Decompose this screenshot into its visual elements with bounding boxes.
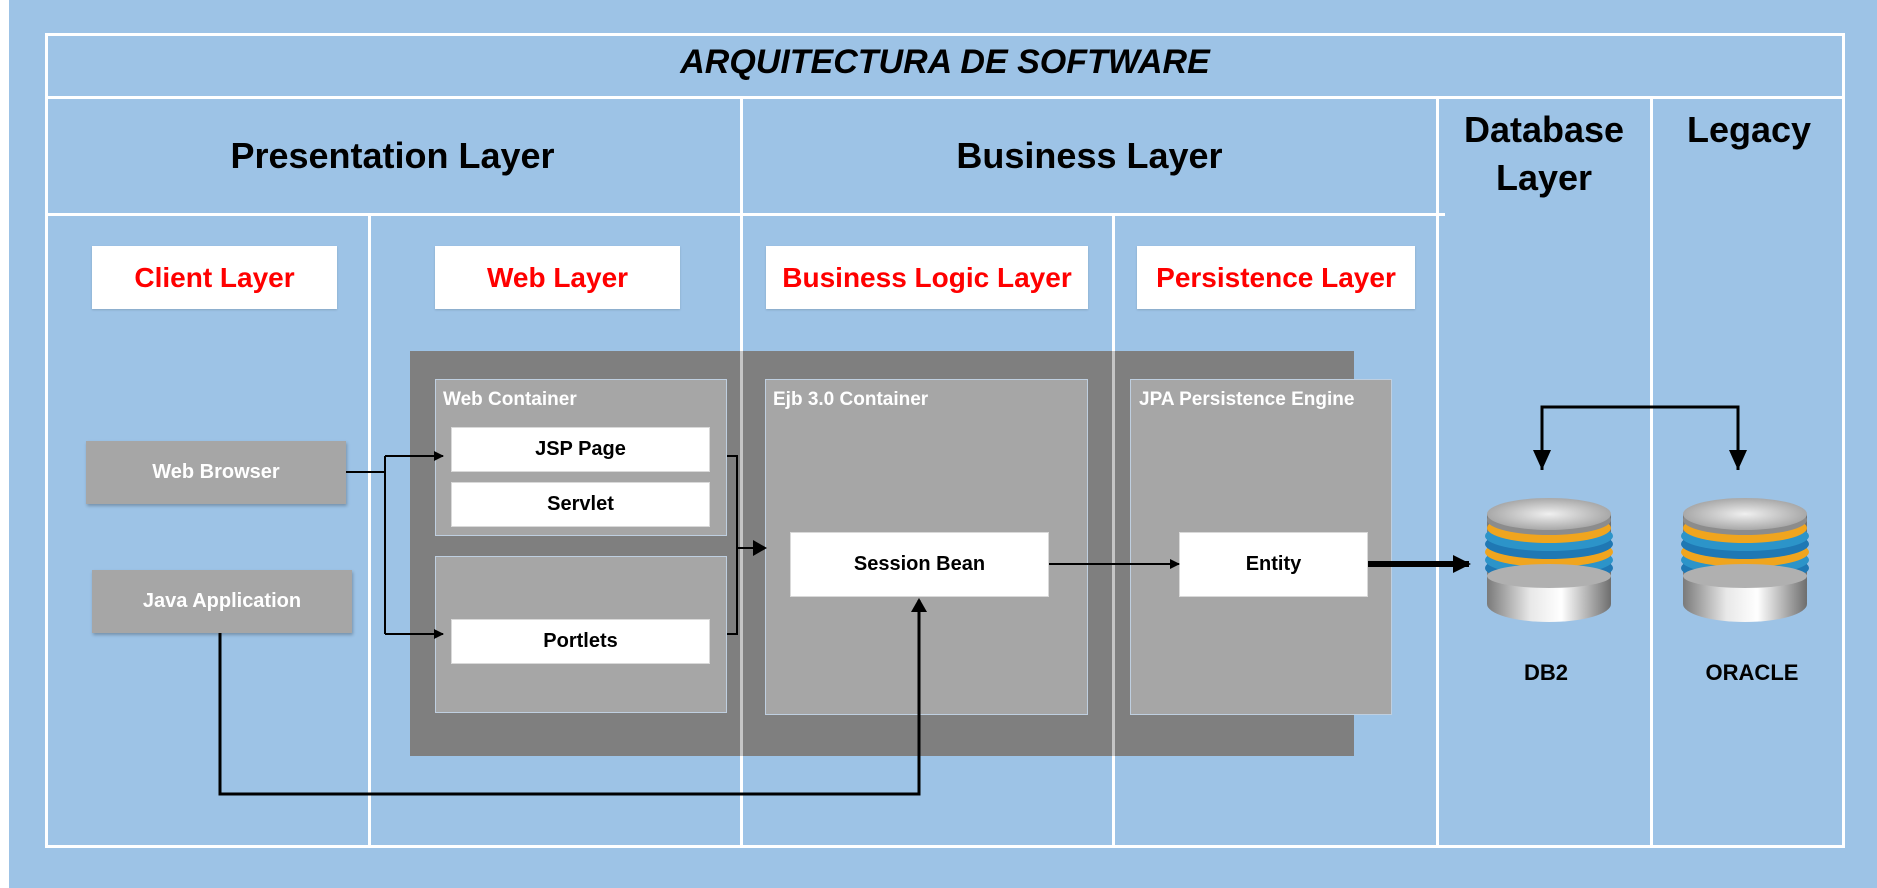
web-bracket [727,455,738,635]
arrow-down-oracle [1729,450,1747,470]
tier-business: Business Layer [956,135,1223,176]
oracle-label: ORACLE [1705,660,1799,685]
connectors-layer [218,405,1809,796]
tier-header-divider [45,213,1445,216]
web-browser-box: Web Browser [86,441,346,504]
divider-business-database [1436,96,1439,848]
arrow-java-to-session [218,598,927,796]
db2-label: DB2 [1523,660,1568,685]
entity-box: Entity [1179,532,1368,597]
divider-client-web [368,213,371,848]
web-container-label: Web Container [443,389,577,410]
jpa-container-label: JPA Persistence Engine [1139,389,1355,410]
db-sync-line [1540,405,1740,470]
sublayer-web: Web Layer [435,246,680,309]
tier-legacy: Legacy [1686,109,1812,150]
divider-overlay-1 [740,351,743,756]
divider-overlay-2 [1112,351,1115,756]
jsp-page-box: JSP Page [451,427,710,472]
ejb-container-label: Ejb 3.0 Container [773,389,929,410]
sublayer-client: Client Layer [92,246,337,309]
title-divider [45,96,1845,99]
java-application-box: Java Application [92,570,352,633]
sublayer-persistence: Persistence Layer [1137,246,1415,309]
architecture-diagram: ARQUITECTURA DE SOFTWARE Presentation La… [9,0,1877,888]
arrow-down-db2 [1533,450,1551,470]
oracle-icon [1681,498,1809,622]
divider-database-legacy [1650,96,1653,848]
diagram-title: ARQUITECTURA DE SOFTWARE [680,43,1210,81]
session-bean-box: Session Bean [790,532,1049,597]
db2-icon [1485,498,1613,622]
outer-frame [45,33,1845,848]
tier-presentation: Presentation Layer [230,135,555,176]
sublayer-business-logic: Business Logic Layer [766,246,1088,309]
portlets-box: Portlets [451,619,710,664]
tier-database: Database Layer [1463,109,1625,198]
servlet-box: Servlet [451,482,710,527]
